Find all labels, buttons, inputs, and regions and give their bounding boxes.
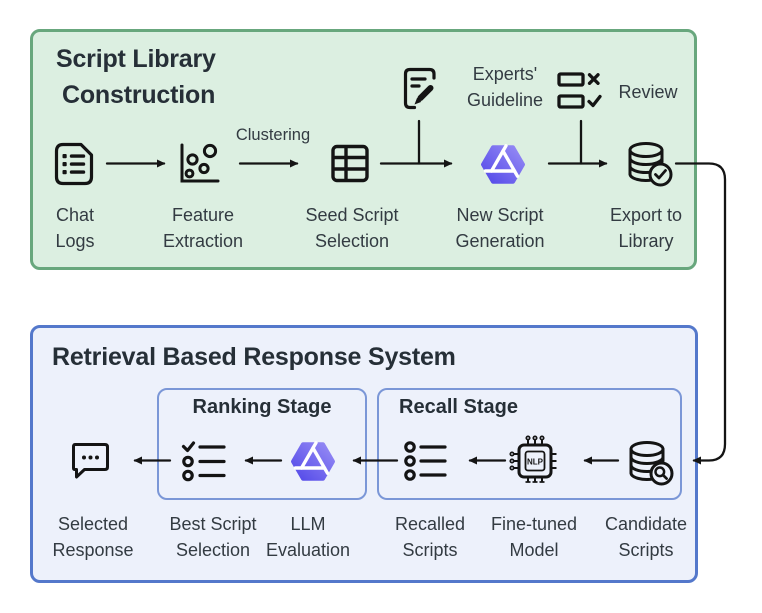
step-label-fine-tuned-model: Fine-tuned Model — [472, 511, 596, 563]
label-line: Library — [618, 231, 674, 251]
recall-stage-title: Recall Stage — [399, 396, 518, 418]
document-pencil-icon — [400, 65, 440, 113]
label-line: Candidate — [604, 514, 688, 534]
label-line: Export to — [609, 205, 683, 225]
table-icon — [329, 142, 371, 185]
retrieval-response-system-panel — [30, 325, 698, 583]
label-line: Model — [509, 540, 559, 560]
ranking-stage-title: Ranking Stage — [192, 396, 332, 418]
scatter-plot-icon — [175, 142, 221, 186]
label-line: New Script — [456, 205, 544, 225]
step-label-llm-evaluation: LLM Evaluation — [246, 511, 370, 563]
library-title-line2: Construction — [62, 81, 216, 109]
step-label-recalled-scripts: Recalled Scripts — [368, 511, 492, 563]
llm-logo-icon — [480, 141, 526, 188]
label-line: Selection — [314, 231, 390, 251]
label-line: Logs — [55, 231, 95, 251]
label-line: Feature — [171, 205, 235, 225]
label-line: Extraction — [162, 231, 244, 251]
step-label-best-script-selection: Best Script Selection — [151, 511, 275, 563]
nlp-chip-icon: NLP — [508, 434, 562, 486]
library-title-line1: Script Library — [56, 45, 216, 73]
label-line: Evaluation — [265, 540, 351, 560]
label-line: Scripts — [618, 540, 674, 560]
label-line: Generation — [455, 231, 545, 251]
step-label-feature-extraction: Feature Extraction — [141, 202, 265, 254]
experts-guideline-label: Experts' Guideline — [443, 61, 567, 113]
label-line: Fine-tuned — [490, 514, 578, 534]
chip-label: NLP — [527, 458, 544, 467]
step-label-new-script-generation: New Script Generation — [438, 202, 562, 254]
ranking-stage-box — [157, 388, 367, 500]
review-checklist-icon — [556, 70, 603, 112]
retrieval-panel-title: Retrieval Based Response System — [52, 343, 456, 371]
experts-guideline-line2: Guideline — [466, 90, 544, 110]
recall-stage-box — [377, 388, 682, 500]
step-label-selected-response: Selected Response — [31, 511, 155, 563]
experts-guideline-line1: Experts' — [472, 64, 538, 84]
label-line: Best Script — [169, 514, 257, 534]
list-circles-icon — [403, 439, 448, 483]
label-line: Selection — [175, 540, 251, 560]
review-label: Review — [618, 82, 678, 102]
label-line: Seed Script — [305, 205, 399, 225]
step-label-export-to-library: Export to Library — [584, 202, 708, 254]
label-line: Chat — [55, 205, 95, 225]
script-library-construction-panel — [30, 29, 697, 270]
llm-logo-icon — [290, 438, 336, 485]
database-check-icon — [625, 140, 673, 188]
label-line: Response — [52, 540, 134, 560]
step-label-candidate-scripts: Candidate Scripts — [584, 511, 708, 563]
checklist-check-icon — [180, 439, 227, 483]
chat-logs-icon — [52, 141, 96, 187]
step-label-chat-logs: Chat Logs — [13, 202, 137, 254]
library-panel-title: Script Library Construction — [56, 41, 216, 113]
database-search-icon — [626, 439, 674, 487]
step-label-seed-script-selection: Seed Script Selection — [290, 202, 414, 254]
label-line: Recalled — [394, 514, 466, 534]
label-line: Scripts — [402, 540, 458, 560]
clustering-arrow-label: Clustering — [235, 126, 311, 144]
label-line: Selected — [57, 514, 129, 534]
speech-bubble-icon — [68, 440, 113, 482]
label-line: LLM — [290, 514, 326, 534]
